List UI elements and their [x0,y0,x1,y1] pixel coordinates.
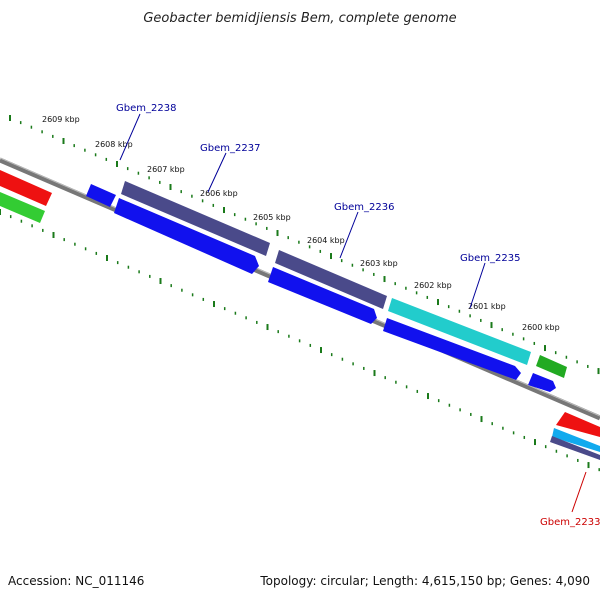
gene-red-right[interactable] [556,412,600,437]
leader-line-2237 [207,152,227,193]
kbp-label: 2607 kbp [147,165,185,174]
gene-cyan-right[interactable] [552,428,600,452]
gene-blue-long-3[interactable] [383,318,521,380]
gene-green-right[interactable] [536,355,567,378]
accession-text: Accession: NC_011146 [8,574,145,588]
gene-labels: Gbem_2238 Gbem_2237 Gbem_2236 Gbem_2235 … [116,103,600,528]
gene-small-blue-left[interactable] [86,184,116,207]
leader-line-2236 [339,211,359,259]
gene-2237-dark[interactable] [121,181,270,256]
gene-2235-cyan[interactable] [388,298,531,365]
topology-text: Topology: circular; Length: 4,615,150 bp… [260,574,590,588]
leader-line-2233 [571,471,587,513]
kbp-labels: 2609 kbp 2608 kbp 2607 kbp 2606 kbp 2605… [42,115,560,332]
kbp-label: 2603 kbp [360,259,398,268]
kbp-label: 2608 kbp [95,140,133,149]
gene-label-2238[interactable]: Gbem_2238 [116,103,176,114]
kbp-label: 2604 kbp [307,236,345,245]
kbp-label: 2606 kbp [200,189,238,198]
gene-2236-dark[interactable] [275,250,387,309]
gene-purple-right[interactable] [550,436,600,460]
kbp-label: 2601 kbp [468,302,506,311]
gene-label-2236[interactable]: Gbem_2236 [334,202,394,213]
kbp-label: 2602 kbp [414,281,452,290]
gene-2238-left-red[interactable] [0,170,52,206]
gene-blue-long-2[interactable] [268,267,377,324]
gene-label-2233[interactable]: Gbem_2233 [540,517,600,528]
leader-line-2235 [469,262,486,309]
kbp-label: 2600 kbp [522,323,560,332]
upper-tick-row [9,115,600,375]
kbp-label: 2605 kbp [253,213,291,222]
forward-strand-genes [0,170,600,437]
gene-blue-small-right[interactable] [528,373,556,392]
kbp-label: 2609 kbp [42,115,80,124]
gene-label-2235[interactable]: Gbem_2235 [460,253,520,264]
leader-line-2238 [119,113,141,161]
reverse-strand-genes [0,184,600,460]
gene-blue-long-1[interactable] [114,198,259,274]
lower-tick-row [0,209,600,472]
map-title: Geobacter bemidjiensis Bem, complete gen… [143,11,456,26]
gene-green-left[interactable] [0,192,45,223]
gene-label-2237[interactable]: Gbem_2237 [200,143,260,154]
